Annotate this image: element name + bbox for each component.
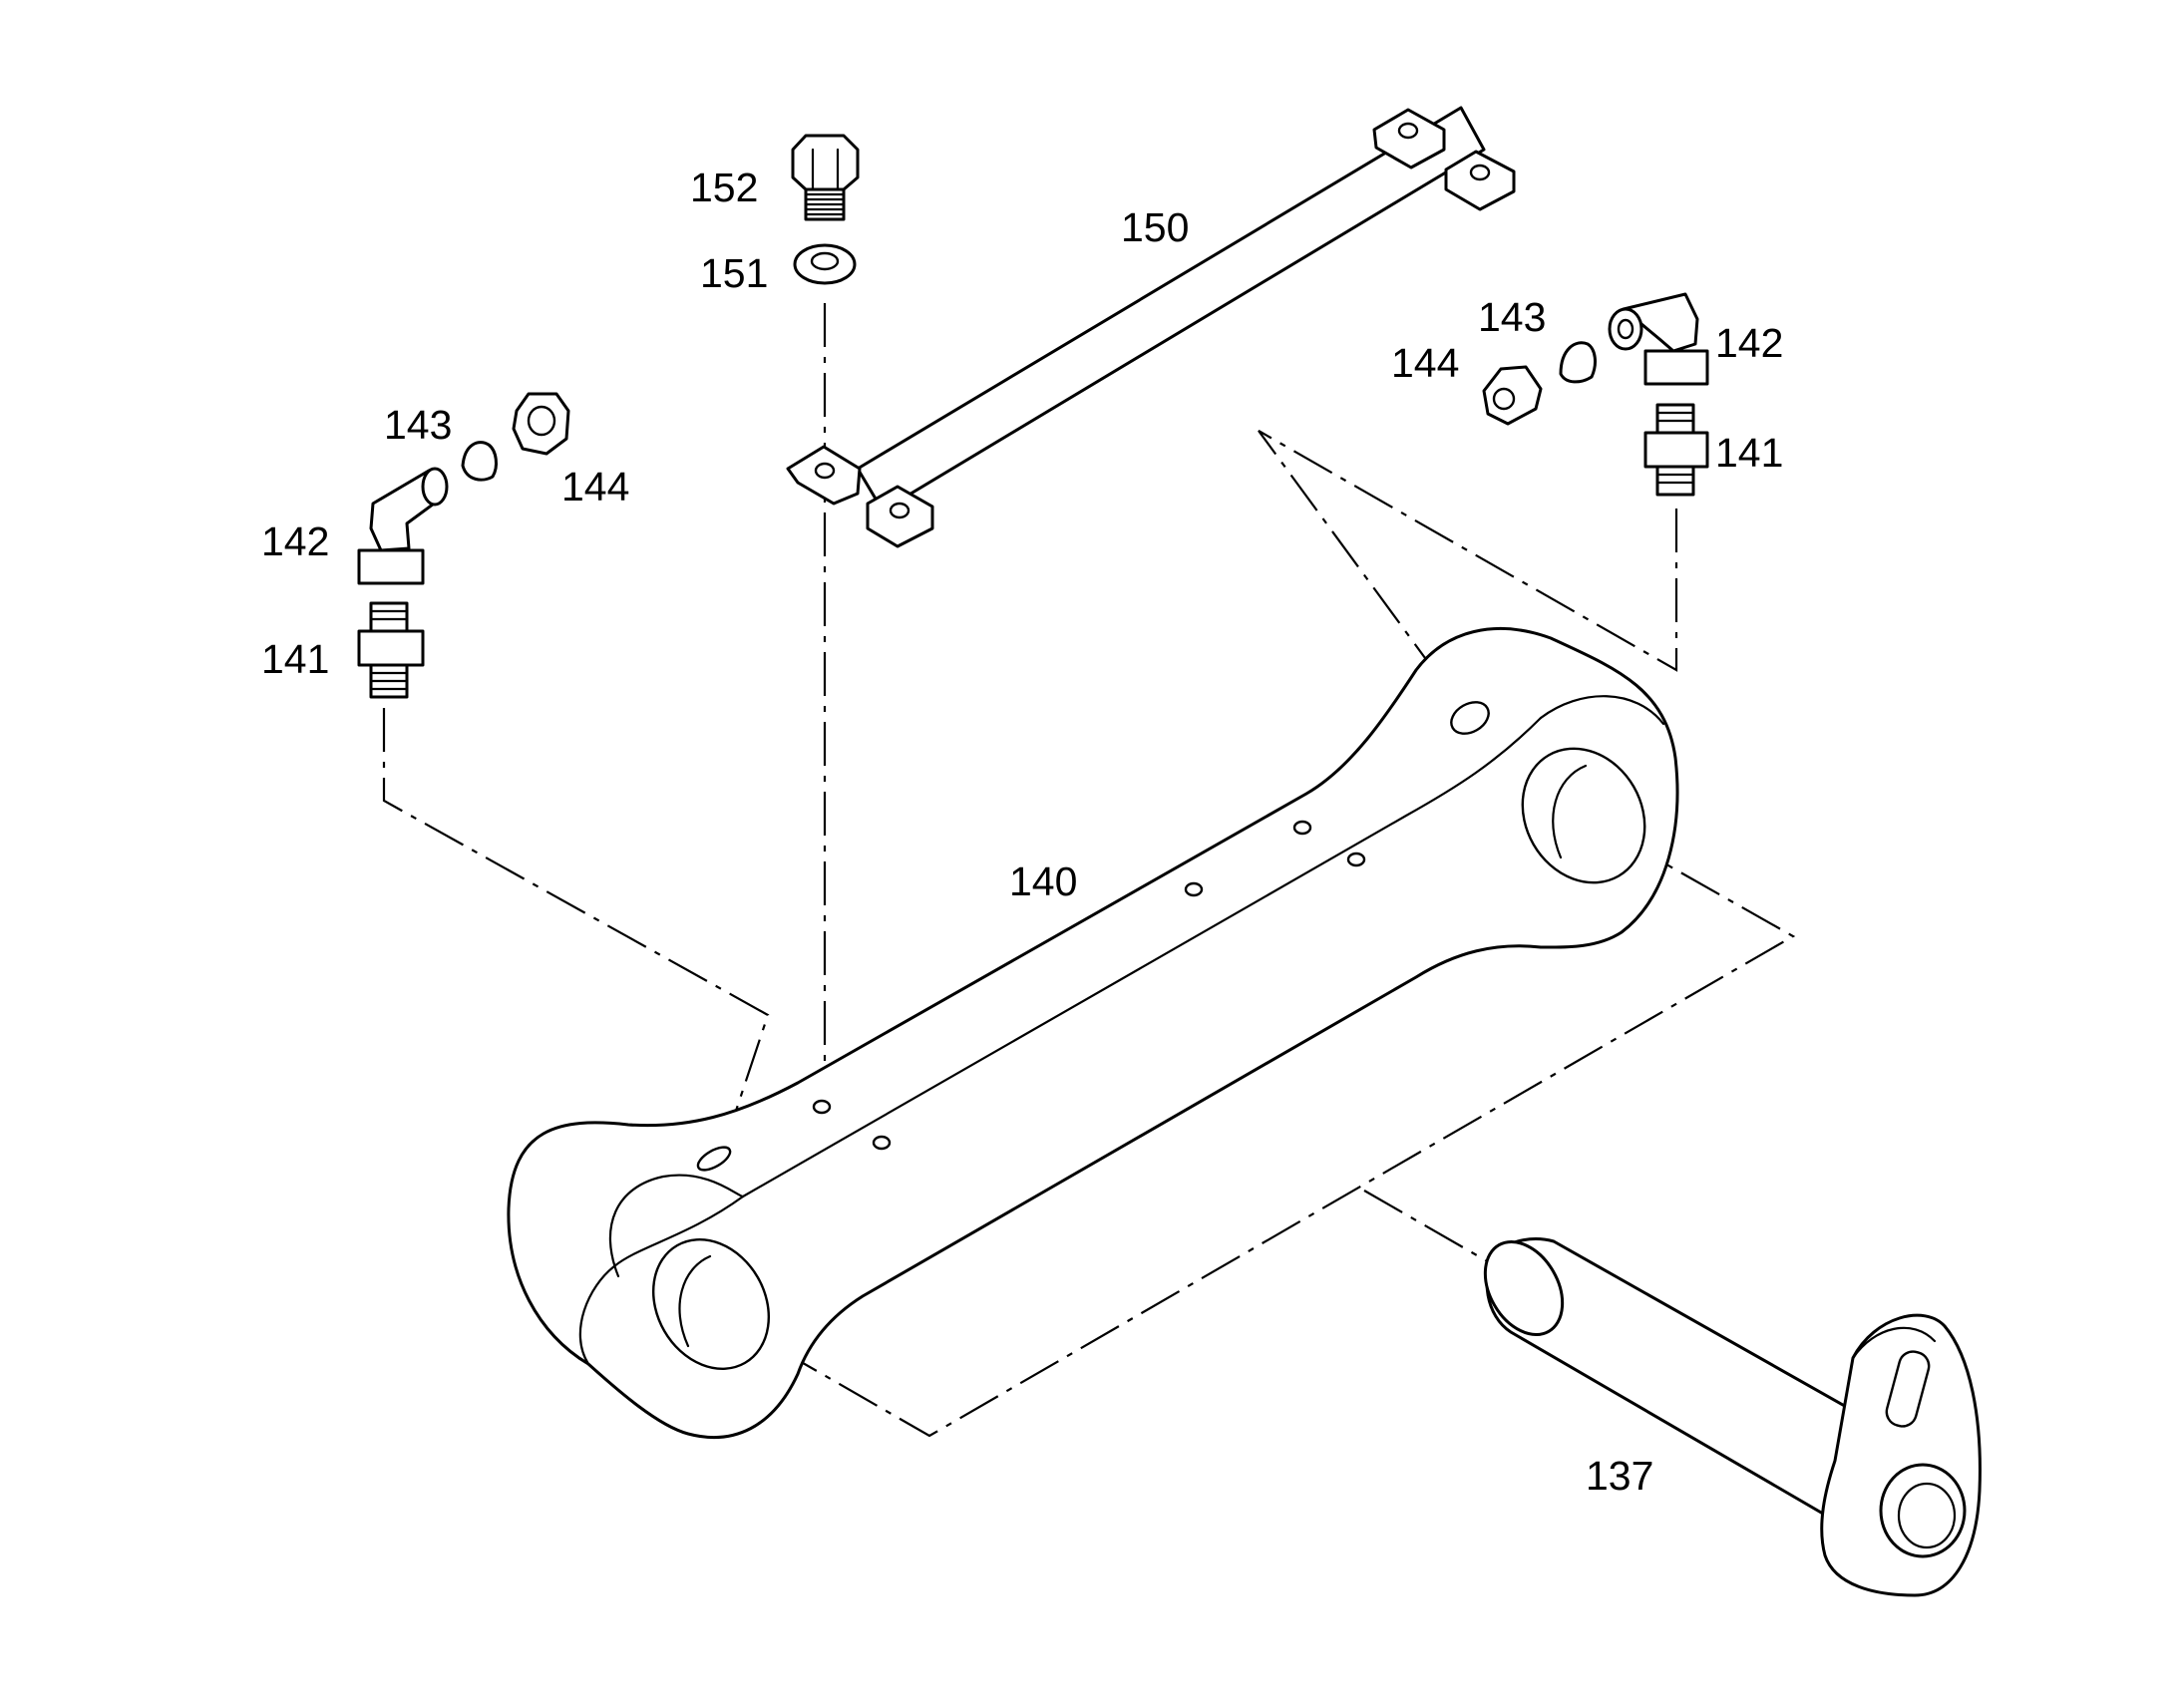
leader-lines (382, 303, 1796, 1438)
elbow-right-port-inner (1617, 318, 1634, 340)
callout-151: 151 (700, 250, 768, 296)
bolt-152 (791, 134, 860, 221)
bolt-head (791, 134, 860, 191)
callout-142-right: 142 (1715, 320, 1783, 366)
nipple-right-141-top (1655, 403, 1695, 435)
elbow-right-nut (1643, 349, 1709, 386)
link-hole-3 (1184, 881, 1204, 897)
fitting-group-left (357, 392, 570, 699)
fitting-group-right (1482, 292, 1709, 497)
link-hole-5 (1346, 852, 1366, 867)
bolt-thread (804, 192, 846, 216)
callout-144-left: 144 (561, 464, 629, 510)
callout-152: 152 (690, 165, 758, 210)
pin-plate-edge (1851, 1326, 1937, 1360)
nipple-left-141-hex (357, 629, 425, 667)
nipple-right-threads (1655, 411, 1695, 485)
pin-plate-boss (1879, 1463, 1967, 1558)
cap-right-143 (1559, 341, 1597, 384)
washer-inner (810, 251, 840, 271)
link-right-rim (1539, 695, 1665, 726)
link-hole-4 (1292, 820, 1312, 836)
link-hole-1 (812, 1099, 832, 1115)
callout-143-left: 143 (384, 402, 452, 448)
elbow-left-nut (357, 548, 425, 585)
strip-hole-3 (1397, 122, 1419, 140)
nipple-right-141-hex (1643, 431, 1709, 469)
callout-137: 137 (1586, 1453, 1653, 1499)
callout-140: 140 (1009, 858, 1077, 904)
link-bore-left (651, 1238, 771, 1370)
link-grease-hole-left (696, 1146, 732, 1172)
link-bore-left-inner (678, 1254, 712, 1348)
link-arm-140 (507, 627, 1679, 1439)
nipple-right-141-bottom (1655, 465, 1695, 497)
link-bore-right (1521, 747, 1646, 884)
pin-plate-boss-inner (1897, 1482, 1957, 1549)
cover-strip-150 (786, 106, 1516, 548)
leader-pin-axis (1363, 1190, 1497, 1267)
cap-left-143 (461, 441, 498, 482)
strip-hole-4 (1469, 164, 1491, 181)
strip-hole-2 (889, 502, 910, 519)
link-inner-rim-left (608, 1174, 745, 1278)
link-grease-hole-right (1450, 701, 1490, 735)
callout-labels: 152 151 150 143 142 144 141 143 144 142 … (261, 165, 1783, 1499)
pin-end (1483, 1239, 1565, 1337)
nut-right-hole (1492, 387, 1516, 411)
strip-hole-1 (814, 462, 836, 480)
nipple-left-141-top (369, 601, 409, 633)
callout-141-left: 141 (261, 636, 329, 682)
leader-fitting-right (1258, 430, 1678, 719)
nut-left-hole (527, 405, 556, 437)
link-bore-right-inner (1552, 764, 1588, 859)
callout-142-left: 142 (261, 518, 329, 564)
elbow-left-port (421, 467, 449, 507)
pin-137 (1483, 1237, 1982, 1597)
washer-151 (793, 243, 857, 285)
link-hole-2 (872, 1135, 892, 1151)
link-outer-face (507, 627, 1679, 1439)
leader-fitting-left (382, 708, 770, 1160)
callout-150: 150 (1121, 204, 1189, 250)
callout-144-right: 144 (1391, 340, 1459, 386)
callout-143-right: 143 (1478, 294, 1546, 340)
leader-pin-137 (717, 814, 1796, 1438)
link-side-line (741, 716, 1543, 1198)
pin-plate-slot (1885, 1350, 1931, 1428)
callout-141-right: 141 (1715, 430, 1783, 476)
elbow-right-142 (1622, 292, 1699, 353)
nipple-left-threads (369, 609, 409, 691)
strip-body (856, 106, 1486, 512)
